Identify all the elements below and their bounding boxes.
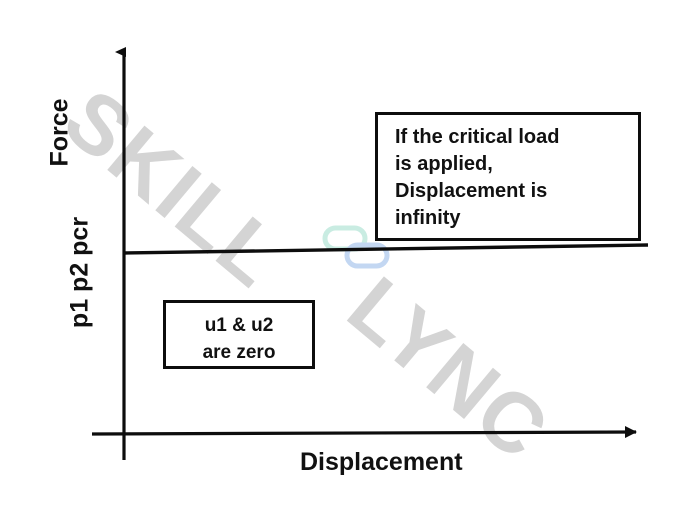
y-axis-tick-labels: p1 p2 pcr: [65, 216, 94, 329]
callout-line: If the critical load: [395, 126, 560, 148]
callout-line: u1 & u2: [204, 315, 274, 336]
callout-line: infinity: [395, 207, 461, 229]
callout-line: are zero: [202, 341, 276, 363]
callout-line: is applied,: [395, 153, 493, 175]
callout-critical-load: If the critical load is applied, Displac…: [375, 112, 641, 241]
callout-u-zero: u1 & u2 are zero: [163, 300, 315, 369]
callout-line: Displacement is: [395, 180, 548, 202]
x-axis-title: Displacement: [300, 448, 463, 476]
critical-load-line: [123, 243, 649, 255]
y-axis-title: Force: [45, 98, 74, 167]
x-axis: [91, 426, 637, 439]
